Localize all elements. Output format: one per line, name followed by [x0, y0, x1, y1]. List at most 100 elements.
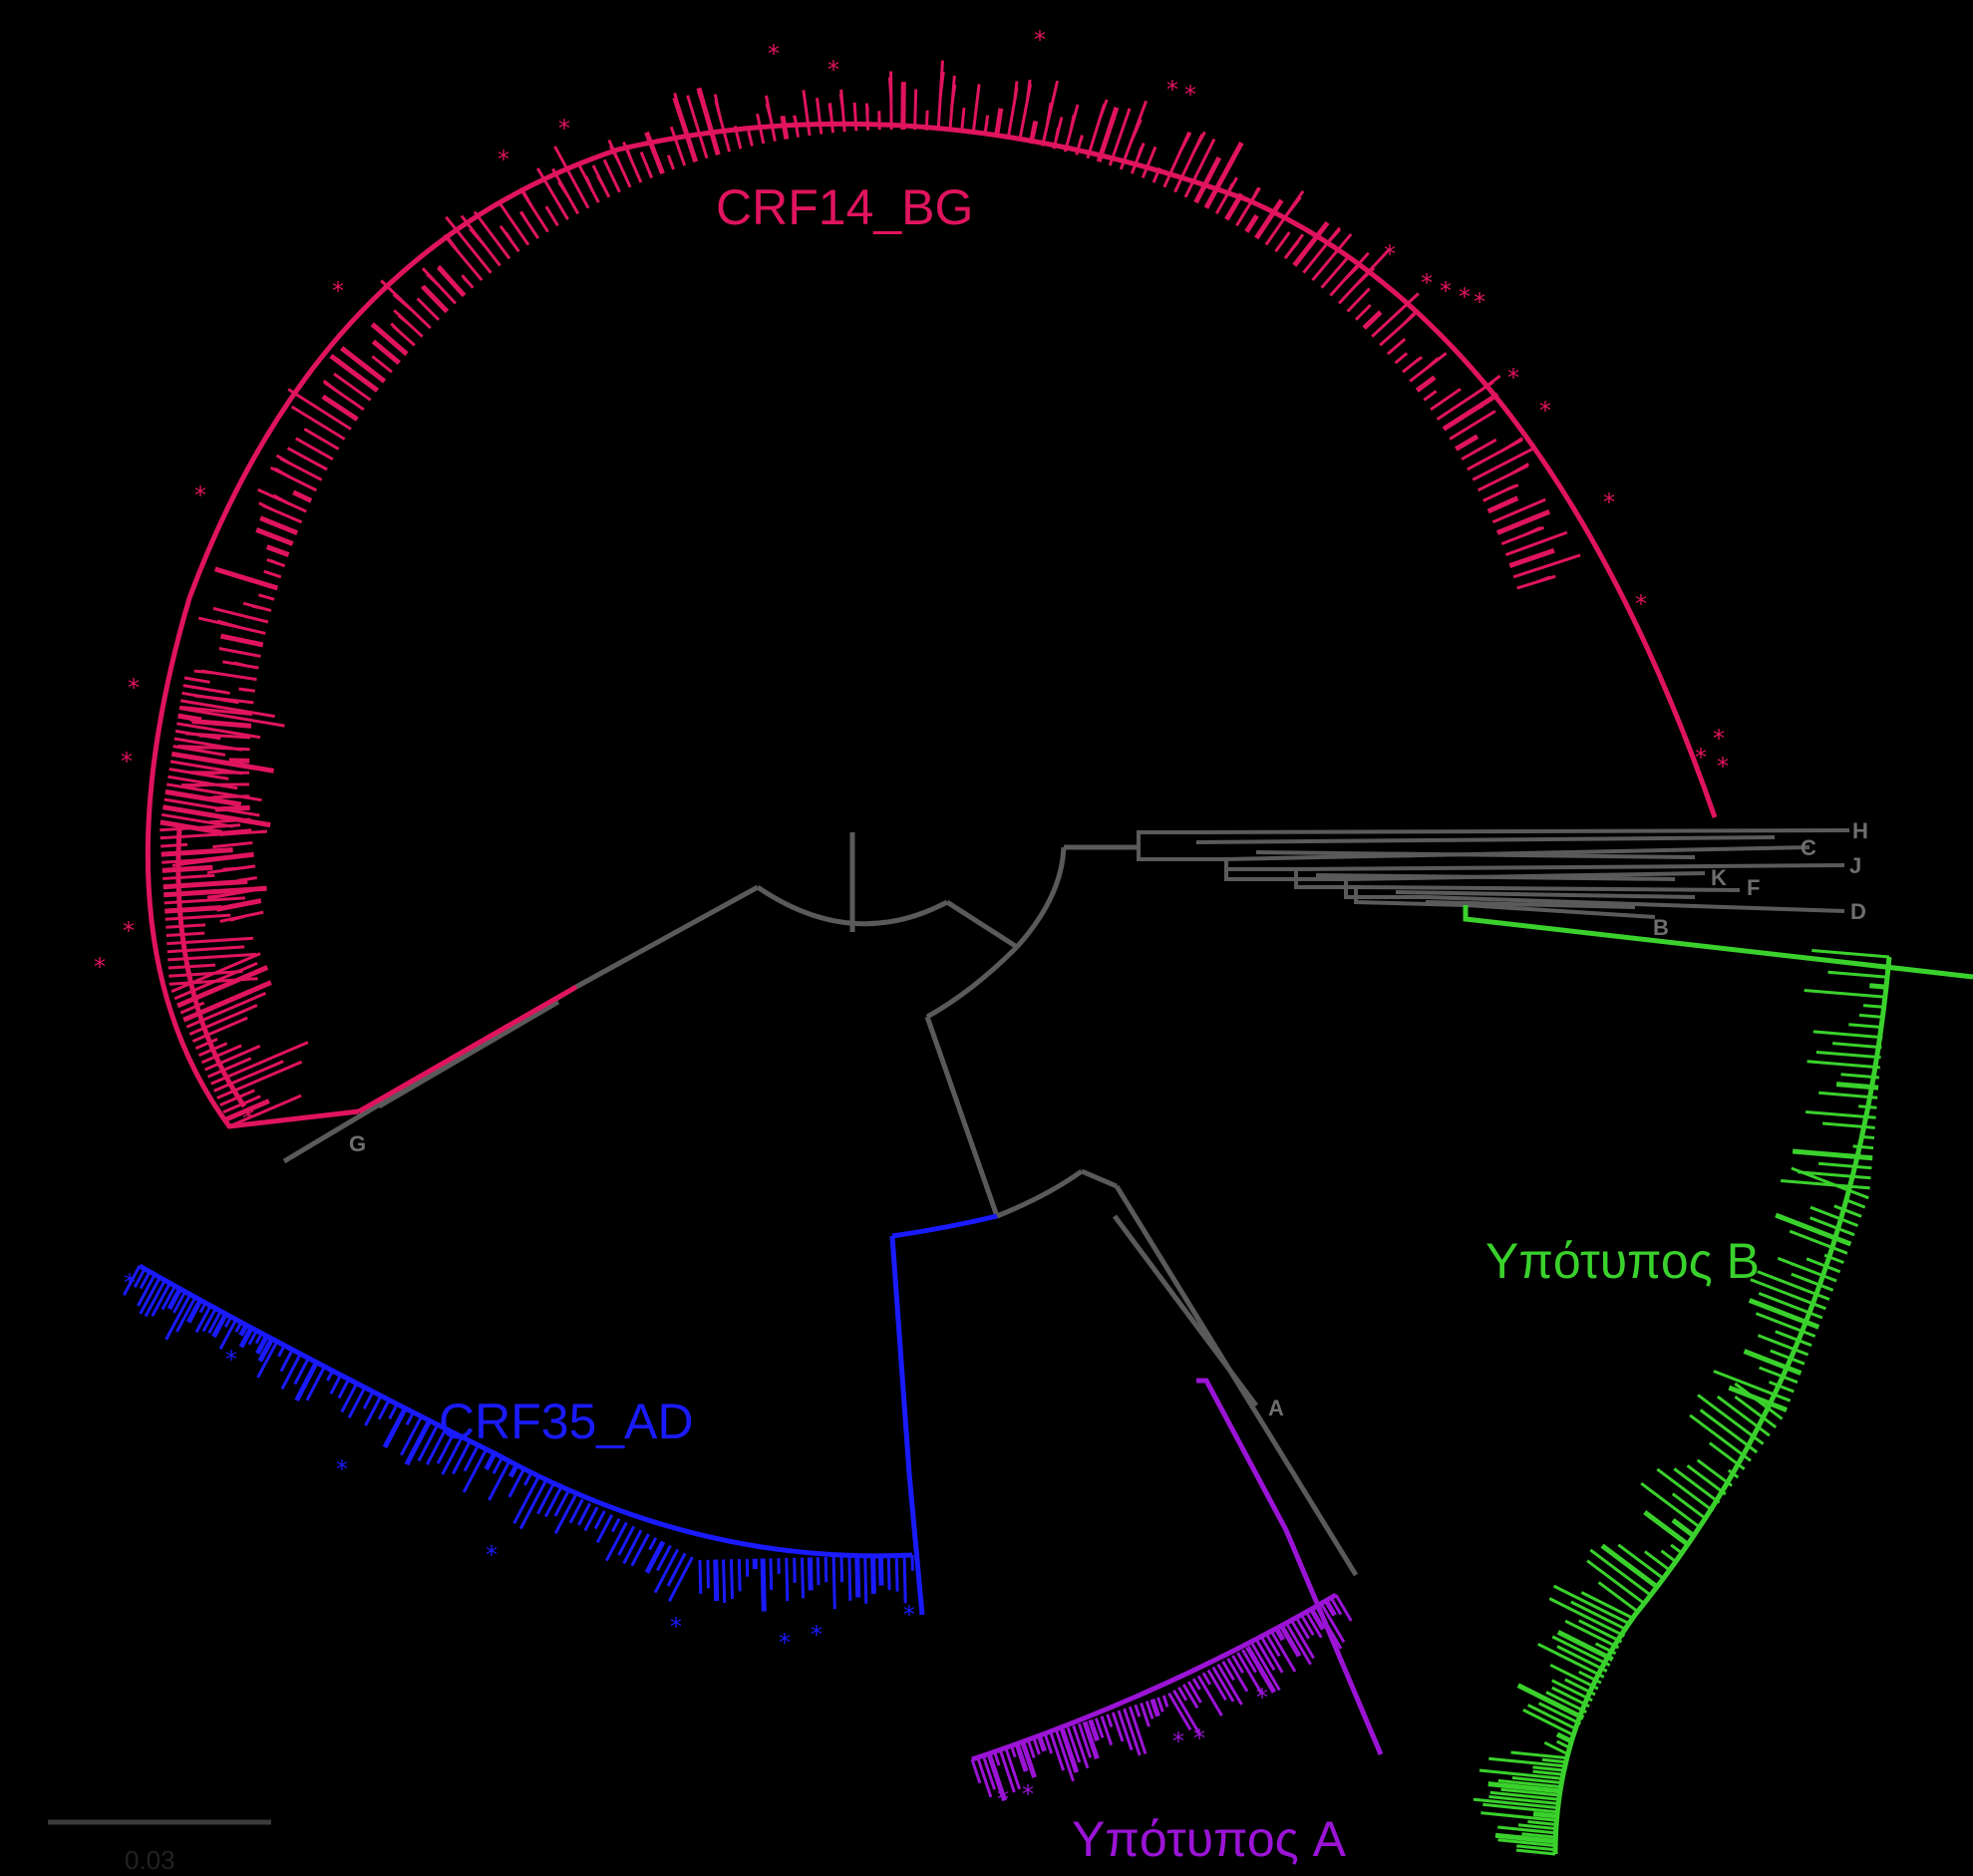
subb-tip [1697, 1394, 1765, 1445]
ref-label-b: B [1653, 915, 1669, 940]
suba-tip [1004, 1747, 1022, 1790]
crf14-tip [1254, 198, 1284, 240]
crf14-tip [713, 94, 721, 114]
support-star: * [123, 917, 135, 945]
subb-tip [1759, 1366, 1799, 1385]
crf14-tip [164, 896, 246, 905]
suba-tip [1319, 1602, 1346, 1644]
crf14-tip [1508, 547, 1555, 568]
crf35-tip [543, 1487, 562, 1518]
support-star: * [903, 1601, 915, 1629]
suba-tip [1285, 1623, 1312, 1666]
crf14-tip [1026, 79, 1032, 101]
suba-tip [986, 1752, 1007, 1802]
suba-tip [1106, 1714, 1114, 1727]
crf14-tip [267, 545, 276, 552]
crf14-tip [1505, 483, 1519, 491]
subb-tip [1482, 1802, 1560, 1814]
crf35-tip [463, 1443, 481, 1472]
subb-tip [1792, 1148, 1873, 1161]
crf35-tip [279, 1347, 295, 1373]
crf14-tip [1078, 136, 1084, 145]
crf35-tip [595, 1514, 614, 1544]
suba-tip [1329, 1597, 1343, 1616]
backbone [282, 832, 1359, 1577]
branch-to-g [574, 884, 760, 990]
branch-to-right [945, 899, 1019, 950]
crf14-tip [536, 167, 569, 220]
crf14-tip [1504, 530, 1568, 557]
suba-tip [1226, 1658, 1249, 1693]
crf14-tip [164, 797, 260, 817]
crf14-tip [416, 297, 441, 321]
root-arc [756, 884, 949, 927]
crf14-tip [793, 115, 798, 124]
crf35-tip [577, 1502, 592, 1526]
ref-g-line-2 [377, 999, 560, 1109]
subb-tip [1516, 1844, 1556, 1852]
suba-tip [1134, 1704, 1142, 1718]
subb-tip [1564, 1678, 1596, 1697]
suba-tip [1206, 1669, 1227, 1702]
crf35-tip [294, 1359, 320, 1402]
suba-tip [1274, 1628, 1286, 1642]
suba-tip [1295, 1617, 1310, 1640]
clade-suba [971, 1378, 1384, 1762]
suba-tip [1049, 1732, 1066, 1771]
crf35-tip [218, 1317, 238, 1351]
crf14-tip [696, 91, 708, 116]
crf14-tip [161, 812, 233, 828]
crf35-tip [122, 1265, 142, 1297]
ref-label-j: J [1849, 853, 1861, 878]
crf14-tip [371, 355, 393, 374]
crf35-tip [894, 1555, 899, 1592]
crf35-tip [667, 1556, 694, 1602]
ref-a-line-2 [1112, 1214, 1259, 1407]
crf14-tip [924, 110, 929, 131]
support-star: * [1172, 1727, 1184, 1755]
crf35-tip [854, 1556, 861, 1598]
crf14-tip [1491, 497, 1546, 524]
subb-tip [1811, 949, 1890, 959]
crf35-tip [507, 1467, 526, 1498]
support-star: * [94, 953, 106, 981]
crf14-tip [802, 90, 812, 137]
crf14-tip [463, 276, 470, 283]
suba-tip [1088, 1719, 1100, 1741]
suba-tip [1270, 1631, 1297, 1673]
crf14-tip [170, 751, 275, 774]
crf14-tip [756, 113, 766, 145]
crf14-tip [1394, 352, 1409, 365]
crf14-tip [1183, 138, 1216, 198]
subb-tip [1708, 1441, 1746, 1470]
crf14-tip [228, 1094, 302, 1128]
crf14-tip [164, 885, 267, 898]
crf14-tip [497, 200, 530, 246]
subb-tip [1805, 1110, 1876, 1119]
crf14-tip [212, 841, 253, 849]
subb-tips [1473, 949, 1890, 1856]
support-star: * [1635, 590, 1647, 618]
crf14-tip [181, 691, 239, 705]
subb-tip [1843, 1197, 1866, 1209]
crf14-tip [913, 89, 918, 131]
crf14-tip [900, 82, 906, 131]
suba-tip [1055, 1730, 1075, 1782]
crf35-tip [630, 1533, 650, 1567]
crf14-tip [1461, 438, 1497, 462]
crf35-tip [605, 1521, 628, 1562]
crf14-tip [164, 788, 242, 807]
crf14-tip [469, 227, 487, 247]
crf14-tip [167, 952, 257, 962]
suba-tip [1044, 1734, 1054, 1754]
suba-tip [1145, 1701, 1154, 1720]
crf35-tip [512, 1475, 540, 1524]
subb-tip [1500, 1787, 1562, 1797]
subb-tip [1487, 1781, 1562, 1794]
subb-tip [1656, 1467, 1715, 1513]
subb-tip [1532, 1769, 1564, 1776]
crf35-tip [839, 1556, 844, 1583]
subb-tip [1489, 1790, 1561, 1801]
subb-tip [1670, 1543, 1683, 1554]
ref-bundle-2 [1255, 850, 1696, 859]
